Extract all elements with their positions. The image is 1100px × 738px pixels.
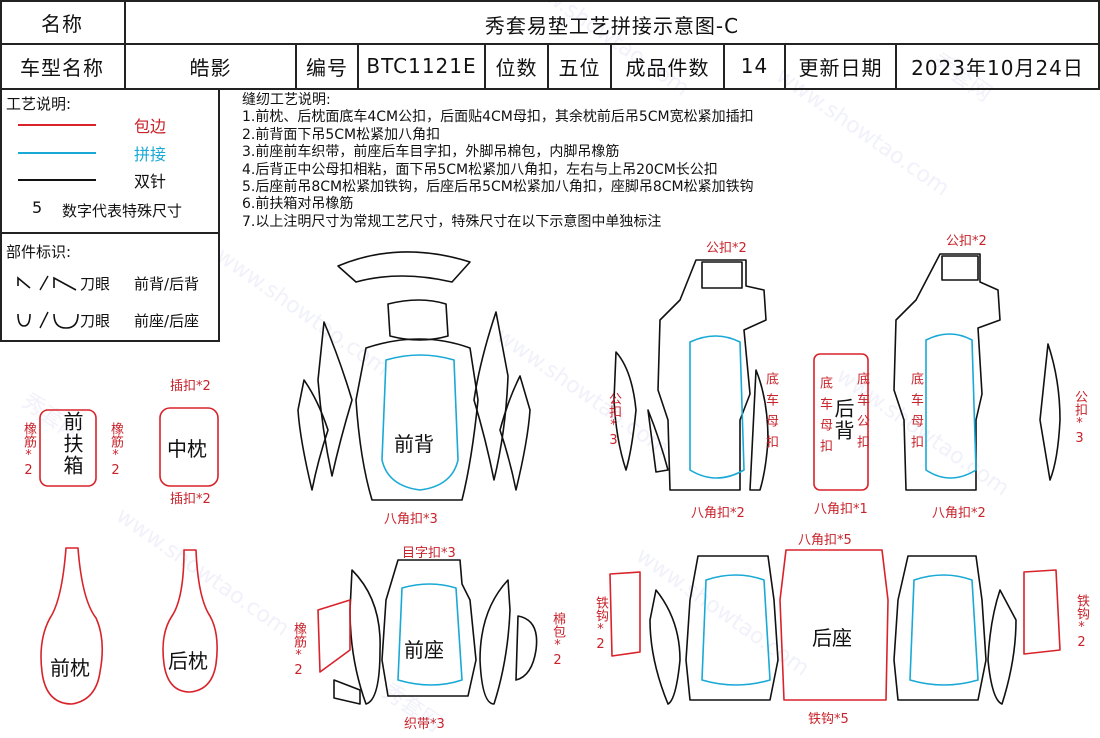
annotation-oct1: 八角扣*1 <box>814 502 868 517</box>
annotation-bottom-female-mid: 底车母扣 <box>817 376 832 460</box>
front-armrest-piece <box>39 409 97 487</box>
size-text: 数字代表特殊尺寸 <box>62 202 183 220</box>
annotation-male-left: 公扣*2 <box>706 241 747 256</box>
code-value: BTC1121E <box>366 54 477 78</box>
annotation-male-right: 公扣*2 <box>946 234 987 249</box>
annotation-bottom-female-left: 底车母扣 <box>763 372 778 456</box>
annotation-insert-top: 插扣*2 <box>170 379 211 394</box>
annotation-bottom-female-right: 底车母扣 <box>908 372 923 456</box>
annotation-front-back-oct: 八角扣*3 <box>384 512 438 527</box>
annotation-elastic-front-seat: 橡筋*2 <box>291 622 306 678</box>
annotation-bottom-male-mid: 底车公扣 <box>854 372 869 456</box>
annotation-oct2-right: 八角扣*2 <box>932 506 986 521</box>
sewing-note-line: 5.后座前吊8CM松紧加铁钩，后座后吊5CM松紧加八角扣，座脚吊8CM松紧加铁钩 <box>242 179 754 196</box>
front-back-label: 前背 <box>394 432 434 456</box>
front-seat-label: 前座 <box>404 638 444 662</box>
middle-pillow-piece <box>159 407 219 487</box>
double-needle-line-swatch <box>18 179 96 181</box>
annotation-strap: 织带*3 <box>404 717 445 732</box>
legend-item-binding: 包边 <box>134 117 167 136</box>
rear-seat-label: 后座 <box>812 626 852 650</box>
sewing-note-line: 4.后背正中公母扣相粘，面下吊5CM松紧加八角扣，左右与上吊20CM长公扣 <box>242 161 718 178</box>
notch-text-1: 刀眼 <box>80 275 111 293</box>
date-value: 2023年10月24日 <box>911 55 1084 80</box>
count-label: 成品件数 <box>625 55 710 80</box>
rear-pillow-piece <box>162 549 218 693</box>
sewing-notes: 缝纫工艺说明: 1.前枕、后枕面底车4CM公扣，后面贴4CM母扣，其余枕前后吊5… <box>242 92 754 231</box>
annotation-male3-right: 公扣*3 <box>1072 390 1087 446</box>
middle-pillow-label: 中枕 <box>167 437 207 461</box>
annotation-buckle: 目字扣*3 <box>402 546 456 561</box>
front-back-headpiece <box>337 251 471 283</box>
seat-value: 五位 <box>558 55 601 80</box>
size-number: 5 <box>32 198 43 217</box>
legend-item-splice: 拼接 <box>134 145 167 164</box>
front-pillow-label: 前枕 <box>50 656 90 680</box>
notch-text-2: 刀眼 <box>80 312 111 330</box>
seat-label: 位数 <box>495 55 538 80</box>
notch-target-2: 前座/后座 <box>134 312 200 330</box>
rear-pillow-label: 后枕 <box>168 649 208 673</box>
annotation-oct2-left: 八角扣*2 <box>691 506 745 521</box>
code-label: 编号 <box>306 55 348 80</box>
rear-back-label: 后背 <box>831 398 855 442</box>
sewing-note-line: 7.以上注明尺寸为常规工艺尺寸，特殊尺寸在以下示意图中单独标注 <box>242 213 662 230</box>
legend-item-double-needle: 双针 <box>134 172 167 191</box>
annotation-cotton: 棉包*2 <box>550 612 565 668</box>
sewing-notes-title: 缝纫工艺说明: <box>242 92 331 108</box>
notch-target-1: 前背/后背 <box>134 275 200 293</box>
annotation-elastic-right: 橡筋*2 <box>108 422 123 478</box>
annotation-hook-right: 铁钩*2 <box>1074 594 1089 650</box>
binding-line-swatch <box>18 124 96 126</box>
sewing-note-line: 2.前背面下吊5CM松紧加八角扣 <box>242 126 441 143</box>
legend-title: 工艺说明: <box>6 95 72 113</box>
annotation-hook5: 铁钩*5 <box>808 712 849 727</box>
annotation-insert-bottom: 插扣*2 <box>170 492 211 507</box>
sewing-note-line: 1.前枕、后枕面底车4CM公扣，后面贴4CM母扣，其余枕前后吊5CM宽松紧加插扣 <box>242 109 754 126</box>
annotation-oct5: 八角扣*5 <box>798 533 852 548</box>
annotation-hook-left: 铁钩*2 <box>593 596 608 652</box>
front-armrest-label: 前扶箱 <box>60 411 84 477</box>
sewing-note-line: 3.前座前车织带，前座后车目字扣，外脚吊棉包，内脚吊橡筋 <box>242 144 620 161</box>
model-value: 皓影 <box>189 55 232 80</box>
count-value: 14 <box>740 54 769 78</box>
model-label: 车型名称 <box>20 55 104 80</box>
name-label: 名称 <box>41 11 83 36</box>
page-title: 秀套易垫工艺拼接示意图-C <box>484 13 740 38</box>
splice-line-swatch <box>18 152 96 154</box>
sewing-note-line: 6.前扶箱对吊橡筋 <box>242 196 354 213</box>
front-pillow-piece <box>40 547 104 705</box>
notch-icons <box>17 275 79 329</box>
annotation-elastic-left: 橡筋*2 <box>21 422 36 478</box>
date-label: 更新日期 <box>798 55 883 80</box>
parts-legend-title: 部件标识: <box>6 243 72 261</box>
annotation-male3-left: 公扣*3 <box>606 392 621 448</box>
